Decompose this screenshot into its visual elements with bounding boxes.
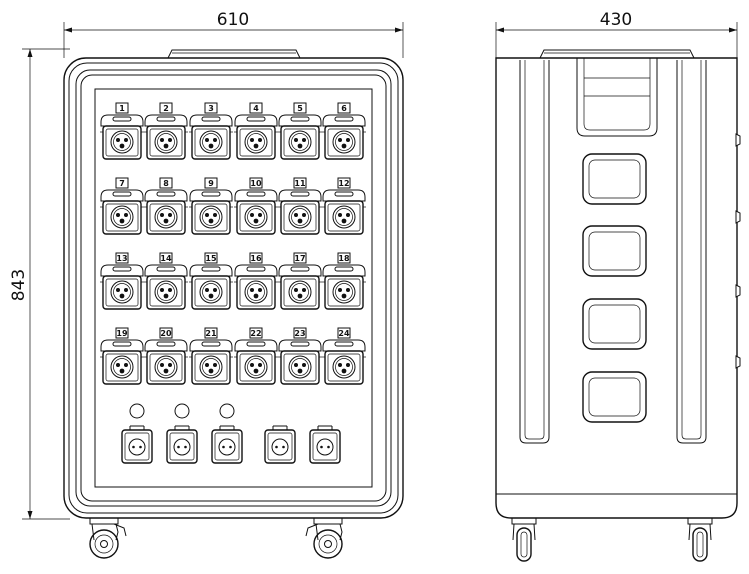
industrial-socket: 2 [144,102,188,160]
caster-wheel [305,517,343,559]
socket-number-label: 19 [116,329,128,338]
socket-number-label: 2 [163,104,169,113]
side-window [582,298,647,350]
socket-number-label: 10 [250,179,262,188]
domestic-socket [264,425,296,464]
side-top-handle [539,49,695,59]
caster-wheel [511,517,537,562]
caster-wheel [687,517,713,562]
industrial-socket: 17 [278,252,322,310]
industrial-socket: 5 [278,102,322,160]
front-top-handle [167,49,301,59]
socket-number-label: 14 [160,254,172,263]
socket-number-label: 7 [119,179,125,188]
industrial-socket: 15 [189,252,233,310]
domestic-socket [211,425,243,464]
industrial-socket: 18 [322,252,366,310]
side-width-label: 430 [600,10,632,30]
front-width-label: 610 [217,10,249,30]
industrial-socket: 10 [234,177,278,235]
socket-number-label: 4 [253,104,259,113]
industrial-socket: 16 [234,252,278,310]
caster-wheel [89,517,127,559]
side-casters [511,517,713,562]
front-panel [94,88,373,488]
domestic-socket [309,425,341,464]
socket-number-label: 12 [338,179,349,188]
socket-number-label: 21 [205,329,217,338]
socket-number-label: 9 [208,179,214,188]
socket-number-label: 8 [163,179,169,188]
indicator-light [174,403,190,419]
socket-number-label: 24 [338,329,350,338]
socket-number-label: 11 [294,179,306,188]
socket-number-label: 22 [250,329,261,338]
industrial-socket: 1 [100,102,144,160]
industrial-socket: 24 [322,327,366,385]
industrial-socket: 22 [234,327,278,385]
industrial-socket: 6 [322,102,366,160]
side-vent-windows [582,153,647,423]
socket-number-label: 15 [205,254,217,263]
side-body-outline [495,57,738,519]
indicator-light [129,403,145,419]
industrial-socket: 13 [100,252,144,310]
industrial-socket: 12 [322,177,366,235]
socket-number-label: 18 [338,254,350,263]
height-label: 843 [9,269,29,301]
dimension-height: 843 [9,48,70,520]
industrial-socket: 19 [100,327,144,385]
industrial-socket: 4 [234,102,278,160]
domestic-socket [121,425,153,464]
socket-number-label: 1 [119,104,125,113]
industrial-socket: 3 [189,102,233,160]
side-window [582,225,647,277]
socket-number-label: 17 [294,254,305,263]
dimension-front-width: 610 [63,10,404,58]
front-casters [89,517,343,559]
side-latches [735,133,741,369]
side-window [582,371,647,423]
industrial-socket: 7 [100,177,144,235]
socket-number-label: 5 [297,104,303,113]
socket-number-label: 13 [116,254,127,263]
side-window [582,153,647,205]
dimension-side-width: 430 [495,10,738,58]
industrial-socket: 14 [144,252,188,310]
industrial-socket: 11 [278,177,322,235]
indicator-light [219,403,235,419]
domestic-socket-row [121,425,341,464]
socket-number-label: 16 [250,254,262,263]
industrial-socket: 9 [189,177,233,235]
indicator-lights [129,403,235,419]
industrial-socket: 21 [189,327,233,385]
domestic-socket [166,425,198,464]
socket-number-label: 6 [341,104,347,113]
socket-number-label: 23 [294,329,305,338]
industrial-socket: 8 [144,177,188,235]
industrial-socket: 23 [278,327,322,385]
socket-number-label: 3 [208,104,214,113]
socket-number-label: 20 [160,329,172,338]
side-view [495,49,741,562]
industrial-socket: 20 [144,327,188,385]
